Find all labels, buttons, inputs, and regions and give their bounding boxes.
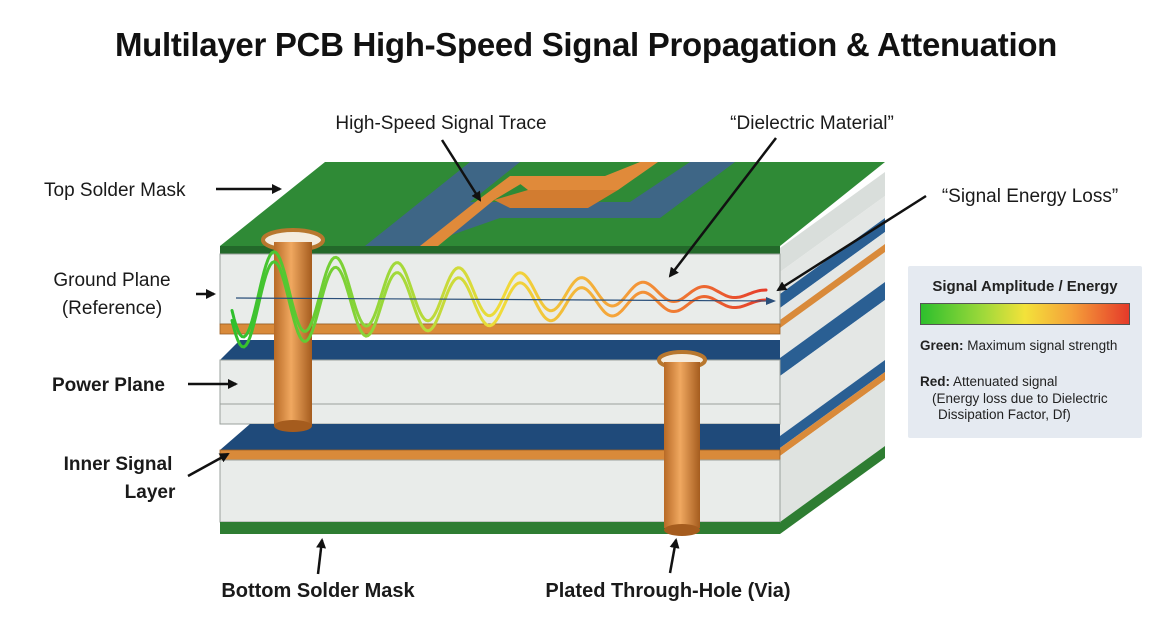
legend-green-text: Maximum signal strength <box>967 338 1118 353</box>
label-signal-trace: High-Speed Signal Trace <box>335 113 546 134</box>
pointer-arrows <box>187 137 927 575</box>
legend-red-text: Attenuated signal <box>953 374 1058 389</box>
legend-red-note-1: (Energy loss due to Dielectric <box>932 391 1108 406</box>
label-ground-plane: Ground Plane <box>53 270 170 291</box>
label-power-plane: Power Plane <box>52 375 165 396</box>
label-dielectric: “Dielectric Material” <box>730 113 894 134</box>
legend-title: Signal Amplitude / Energy <box>932 278 1118 295</box>
label-top-solder-mask: Top Solder Mask <box>44 180 186 201</box>
legend-red-note-2: Dissipation Factor, Df) <box>938 407 1071 422</box>
via-right <box>657 350 707 536</box>
legend-green-key: Green: <box>920 338 964 353</box>
label-bottom-solder-mask: Bottom Solder Mask <box>221 580 415 602</box>
top-solder-mask-face <box>220 162 885 254</box>
label-ground-plane-ref: (Reference) <box>62 298 162 319</box>
signal-wave <box>230 250 776 349</box>
label-plated-via: Plated Through-Hole (Via) <box>545 580 790 602</box>
label-energy-loss: “Signal Energy Loss” <box>942 186 1118 207</box>
legend-red-line: Red: Attenuated signal <box>920 374 1057 390</box>
label-inner-signal-layer: Layer <box>125 482 176 503</box>
legend-panel: Signal Amplitude / Energy Green: Maximum… <box>908 266 1142 438</box>
legend-gradient-bar <box>920 303 1130 325</box>
label-inner-signal: Inner Signal <box>64 454 173 475</box>
legend-red-key: Red: <box>920 374 950 389</box>
board-right-face <box>780 172 885 534</box>
legend-green-line: Green: Maximum signal strength <box>920 338 1117 354</box>
page-title: Multilayer PCB High-Speed Signal Propaga… <box>114 26 1058 63</box>
